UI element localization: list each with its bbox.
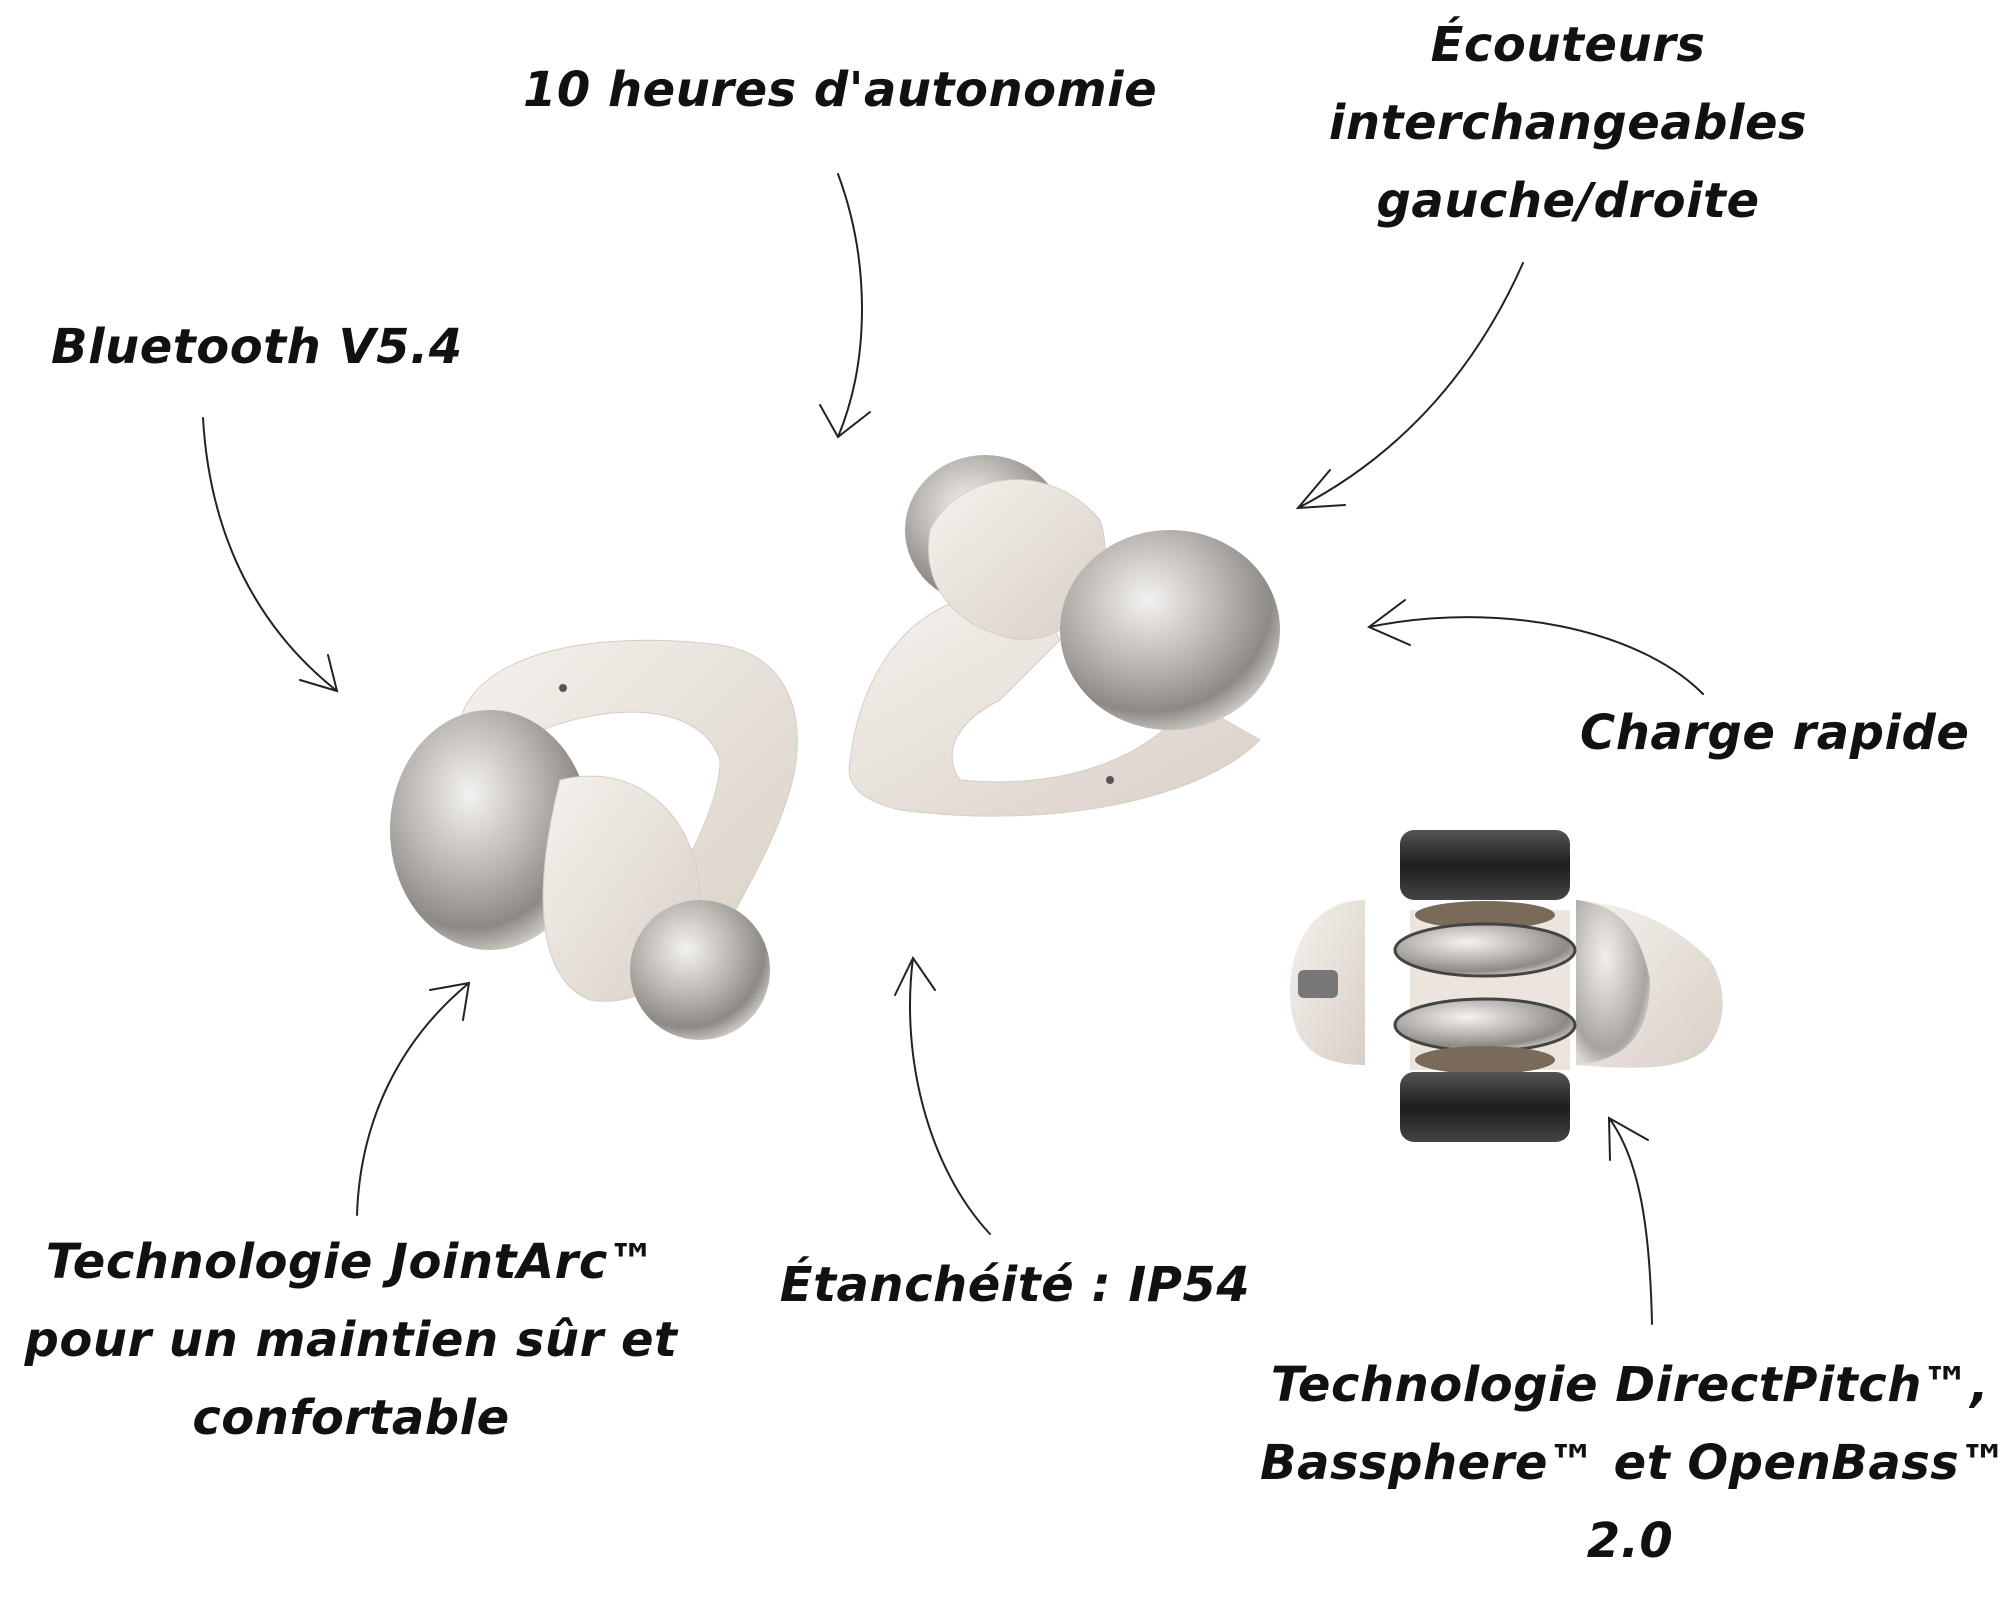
arrows (202, 173, 1704, 1325)
arrow-autonomy (819, 173, 871, 439)
left-earbud-image (390, 639, 798, 1040)
arrow-bluetooth (202, 417, 339, 693)
directpitch-line-3: 2.0 (1586, 1513, 1674, 1569)
arrow-interchangeable (1295, 262, 1524, 510)
arrow-waterproof (894, 956, 991, 1235)
jointarc-line-1: Technologie JointArc™ (45, 1234, 657, 1290)
jointarc-line-3: confortable (192, 1390, 510, 1446)
fast-charge-label: Charge rapide (1580, 705, 1970, 761)
autonomy-label: 10 heures d'autonomie (523, 62, 1158, 118)
directpitch-line-1: Technologie DirectPitch™, (1270, 1357, 1990, 1413)
interchangeable-line-1: Écouteurs (1430, 17, 1706, 73)
waterproof-label: Étanchéité : IP54 (779, 1257, 1251, 1313)
directpitch-line-2: Bassphere™ et OpenBass™ (1260, 1435, 2000, 1491)
interchangeable-line-3: gauche/droite (1376, 173, 1760, 229)
arrow-fast-charge (1367, 599, 1704, 695)
interchangeable-line-2: interchangeables (1328, 95, 1808, 151)
directpitch-label: Technologie DirectPitch™, Bassphere™ et … (1260, 1346, 2000, 1580)
interchangeable-label: Écouteurs interchangeables gauche/droite (1268, 6, 1868, 240)
driver-exploded-image (1290, 830, 1723, 1142)
right-earbud-image (848, 455, 1280, 817)
bluetooth-label: Bluetooth V5.4 (51, 319, 463, 375)
jointarc-line-2: pour un maintien sûr et (24, 1312, 678, 1368)
jointarc-label: Technologie JointArc™ pour un maintien s… (21, 1223, 681, 1457)
arrow-jointarc (356, 981, 471, 1216)
arrow-directpitch (1607, 1116, 1653, 1325)
